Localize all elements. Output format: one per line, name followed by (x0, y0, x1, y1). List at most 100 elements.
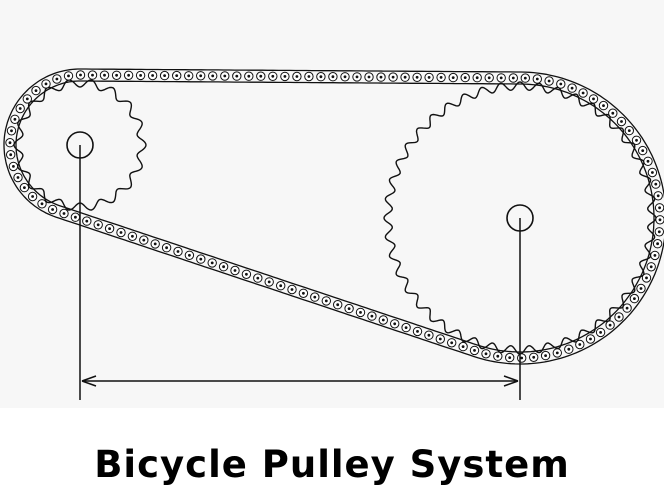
chain-pin (139, 74, 143, 77)
chain-pin (290, 288, 294, 291)
chain-pin (324, 299, 328, 303)
chain-pin (617, 315, 621, 319)
chain-pin (653, 254, 657, 257)
chain-pin (295, 75, 299, 78)
chain-pin (175, 74, 179, 77)
chain-pin (108, 227, 111, 231)
chain-pin (555, 351, 559, 355)
chain (3, 68, 664, 365)
chain-pin (319, 75, 323, 79)
chain-pin (608, 323, 612, 327)
chain-pin (13, 117, 17, 121)
chain-pin (176, 250, 180, 253)
chain-pin (391, 75, 395, 79)
chain-pin (508, 356, 512, 359)
chain-pin (347, 307, 351, 310)
chain-pin (256, 276, 260, 280)
chain-pin (523, 76, 527, 80)
chain-pin (578, 343, 582, 346)
chain-pin (279, 284, 283, 288)
chain-pin (336, 303, 340, 307)
chain-pin (331, 75, 335, 79)
chain-pin (658, 206, 661, 210)
chain-pin (403, 75, 407, 79)
chain-pin (8, 141, 12, 145)
chain-pin (589, 337, 592, 341)
chain-pin (379, 75, 383, 79)
chain-pin (245, 272, 248, 276)
chain-pin (544, 354, 547, 357)
chain-pin (599, 331, 602, 334)
chain-pin (511, 76, 515, 80)
chain-pin (127, 73, 130, 77)
chain-pin (633, 297, 636, 300)
chain-pin (639, 287, 643, 290)
chain-pin (567, 347, 571, 351)
chain-pin (416, 330, 419, 333)
chain-pin (247, 74, 251, 78)
chain-pin (40, 202, 44, 206)
large-sprocket-teeth (383, 81, 657, 355)
chain-pin (450, 341, 454, 345)
chain-pin (532, 355, 536, 359)
chain-pin (67, 74, 70, 78)
chain-pin (427, 76, 431, 79)
chain-pin (393, 322, 397, 326)
chain-pin (654, 182, 658, 186)
chain-pin (611, 111, 615, 115)
chain-pin (520, 356, 524, 360)
chain-pin (487, 76, 491, 80)
chain-pin (91, 73, 94, 77)
chain-pin (645, 276, 648, 280)
chain-pin (602, 104, 605, 107)
pulley-diagram (3, 68, 664, 400)
chain-pin (370, 314, 374, 318)
dimension-arrowhead-left (81, 375, 97, 387)
chain-pin (355, 75, 359, 79)
chain-pin (31, 195, 34, 198)
chain-pin (592, 97, 595, 101)
chain-pin (199, 257, 203, 261)
chain-pin (119, 231, 123, 234)
chain-pin (235, 74, 239, 78)
chain-pin (74, 215, 77, 219)
chain-pin (439, 76, 443, 79)
chain-pin (283, 75, 287, 78)
chain-pin (151, 74, 155, 77)
chain-pin (103, 73, 106, 77)
chain-pin (415, 75, 419, 79)
chain-pin (55, 77, 59, 81)
chain-pin (44, 82, 48, 86)
chain-pin (581, 91, 585, 95)
chain-pin (641, 149, 645, 153)
chain-pin (233, 269, 237, 272)
dimension-arrowhead-right (503, 375, 519, 387)
chain-pin (267, 280, 271, 284)
chain-pin (496, 354, 500, 358)
chain-pin (18, 107, 22, 110)
chain-pin (9, 153, 13, 157)
chain-pin (651, 171, 654, 174)
chain-pin (658, 218, 662, 222)
chain-pin (559, 82, 563, 86)
chain-pin (461, 345, 465, 348)
chain-pin (79, 73, 82, 77)
chain-pin (475, 76, 479, 80)
chain-pin (85, 219, 89, 223)
chain-pin (649, 265, 653, 269)
center-distance-dimension (79, 145, 521, 400)
chain-pin (313, 295, 317, 299)
chain-pin (646, 159, 650, 163)
chain-pin (570, 86, 574, 90)
chain-pin (199, 74, 203, 78)
chain-pin (51, 208, 54, 211)
chain-pin (635, 138, 638, 142)
chain-pin (259, 74, 263, 78)
chain-pin (547, 79, 551, 83)
chain-pin (115, 73, 118, 77)
chain-pin (656, 194, 660, 198)
chain-pin (359, 311, 362, 314)
chain-pin (10, 129, 13, 133)
chain-pin (473, 349, 476, 352)
